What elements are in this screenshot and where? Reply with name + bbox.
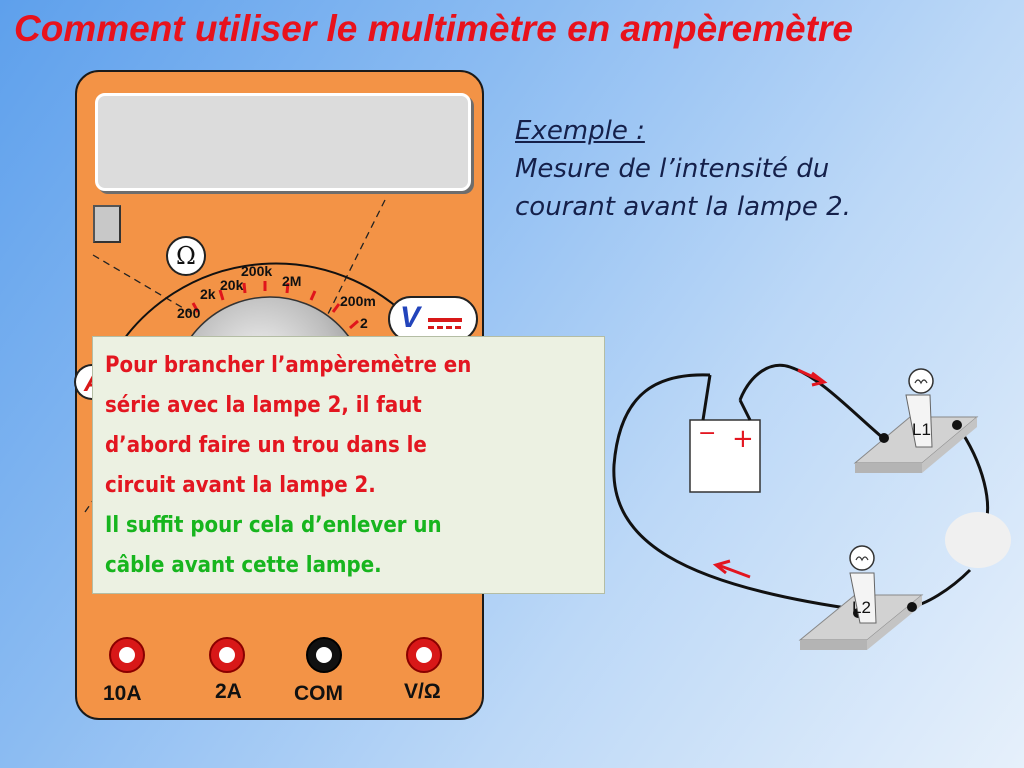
current-arrow-top-icon	[797, 368, 828, 387]
battery-plus-sign: +	[732, 424, 754, 454]
dial-label-2: 2	[360, 315, 368, 331]
jack-v-ohm[interactable]	[406, 637, 442, 673]
lamp-1: L1	[853, 368, 979, 473]
dial-label-200m: 200m	[340, 293, 376, 309]
lamp-1-terminal	[879, 433, 889, 443]
lamp-1-filament	[914, 379, 928, 385]
example-line-1: Mesure de l’intensité du	[515, 154, 830, 184]
jack-label-com: COM	[294, 682, 343, 705]
callout-line: câble avant cette lampe.	[105, 553, 382, 578]
dial-label-200: 200	[177, 305, 201, 321]
lamp-2-socket	[849, 572, 877, 624]
battery-minus-sign: −	[698, 421, 716, 446]
lamp-1-base-edge	[855, 463, 922, 473]
lamp-1-base-side	[922, 417, 977, 473]
circuit-diagram: − + L1	[612, 363, 1011, 650]
jack-10a[interactable]	[109, 637, 145, 673]
dial-ticks	[191, 281, 359, 330]
lamp-2-bulb-icon	[849, 545, 875, 571]
lamp-2: L2	[798, 545, 924, 650]
multimeter-display	[95, 93, 471, 191]
jack-2a[interactable]	[209, 637, 245, 673]
example-heading: Exemple :	[515, 116, 645, 146]
page-title: Comment utiliser le multimètre en ampère…	[14, 8, 853, 49]
ohm-icon: Ω	[166, 236, 206, 276]
jack-com[interactable]	[306, 637, 342, 673]
lamp-2-terminal	[907, 602, 917, 612]
wire-lamp1-to-gap	[955, 424, 989, 526]
battery-terminal-plus	[738, 399, 752, 421]
dial-label-2M: 2M	[282, 273, 301, 289]
lamp-2-label: L2	[852, 598, 871, 617]
dial-divider	[319, 199, 386, 331]
dc-voltage-icon: V	[388, 296, 478, 342]
lamp-1-socket	[905, 394, 933, 448]
explanation-callout: Pour brancher l’ampèremètre en série ave…	[92, 336, 605, 594]
lamp-1-terminal	[952, 420, 962, 430]
jack-label-10a: 10A	[103, 682, 142, 705]
current-arrow-bottom-icon	[712, 559, 751, 579]
lamp-1-label: L1	[912, 420, 931, 439]
battery-terminal-minus	[701, 374, 712, 421]
example-text: Exemple : Mesure de l’intensité du coura…	[515, 112, 985, 226]
voltage-symbol: V	[400, 301, 421, 334]
dial-label-200k: 200k	[241, 263, 272, 279]
dial-label-2k: 2k	[200, 286, 216, 302]
circuit-gap	[945, 512, 1011, 568]
dial-arc	[114, 262, 421, 353]
lamp-2-filament	[855, 556, 869, 562]
callout-line: circuit avant la lampe 2.	[105, 473, 376, 498]
dc-dashed-line-icon	[428, 326, 462, 329]
jack-label-2a: 2A	[215, 680, 242, 703]
dc-line-icon	[428, 318, 462, 322]
example-line-2: courant avant la lampe 2.	[515, 192, 851, 222]
wire-battery-to-lamp2	[612, 373, 861, 612]
jack-label-v-ohm: V/Ω	[404, 680, 441, 703]
callout-line: d’abord faire un trou dans le	[105, 433, 427, 458]
lamp-1-bulb-icon	[908, 368, 934, 394]
hold-button[interactable]	[93, 205, 121, 243]
dial-label-20k: 20k	[220, 277, 244, 293]
wire-battery-to-lamp1	[738, 363, 884, 440]
battery	[689, 419, 761, 493]
lamp-2-base-edge	[800, 640, 867, 650]
dial-divider	[92, 254, 196, 316]
callout-line: Pour brancher l’ampèremètre en	[105, 353, 472, 378]
callout-line: Il suffit pour cela d’enlever un	[105, 513, 442, 538]
callout-line: série avec la lampe 2, il faut	[105, 393, 422, 418]
